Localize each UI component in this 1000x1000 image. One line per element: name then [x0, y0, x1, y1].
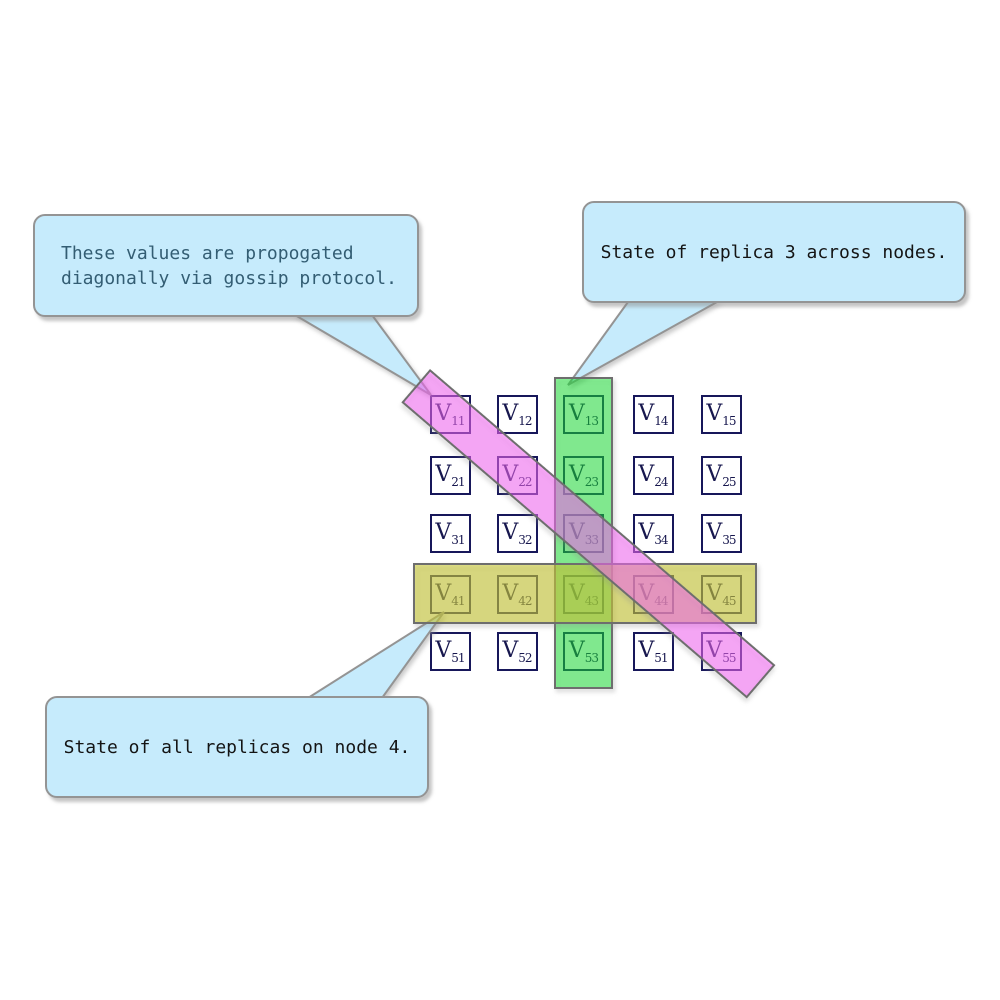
- cell-symbol: V: [568, 401, 585, 426]
- cell-subscript: 51: [654, 651, 668, 665]
- cell-subscript: 22: [518, 475, 532, 489]
- cell-symbol: V: [502, 520, 519, 545]
- cell-symbol: V: [638, 638, 655, 663]
- node4-callout: State of all replicas on node 4.: [45, 696, 429, 798]
- cell-symbol: V: [435, 462, 452, 487]
- cell-symbol: V: [706, 462, 723, 487]
- gossip-callout: These values are propogated diagonally v…: [33, 214, 419, 317]
- cell-subscript: 35: [722, 533, 736, 547]
- cell-subscript: 55: [722, 651, 736, 665]
- cell-symbol: V: [568, 520, 585, 545]
- cell-subscript: 25: [722, 475, 736, 489]
- cell-subscript: 52: [518, 651, 532, 665]
- gossip-callout-pointer: [291, 314, 432, 396]
- replica3-callout-text: State of replica 3 across nodes.: [600, 241, 948, 263]
- cell-subscript: 15: [722, 414, 736, 428]
- replica3-callout: State of replica 3 across nodes.: [582, 201, 966, 303]
- cell-symbol: V: [502, 638, 519, 663]
- replica-3-column-highlight: [554, 377, 613, 689]
- replica3-callout-pointer: [567, 301, 721, 386]
- cell-symbol: V: [568, 638, 585, 663]
- cell-symbol: V: [706, 638, 723, 663]
- cell-subscript: 33: [584, 533, 599, 547]
- cell-symbol: V: [502, 462, 519, 487]
- node4-callout-pointer: [304, 611, 445, 699]
- cell-symbol: V: [435, 520, 452, 545]
- cell-symbol: V: [706, 401, 723, 426]
- cell-subscript: 11: [451, 414, 465, 428]
- cell-subscript: 31: [451, 533, 465, 547]
- cell-symbol: V: [568, 462, 585, 487]
- cell-symbol: V: [435, 401, 452, 426]
- cell-subscript: 32: [518, 533, 532, 547]
- cell-symbol: V: [502, 401, 519, 426]
- node-4-row-highlight: [413, 563, 757, 624]
- cell-subscript: 13: [584, 414, 599, 428]
- cell-subscript: 24: [654, 475, 668, 489]
- cell-symbol: V: [706, 520, 723, 545]
- cell-subscript: 23: [584, 475, 599, 489]
- gossip-callout-text-line1: These values are propogated: [61, 242, 354, 264]
- cell-symbol: V: [638, 462, 655, 487]
- cell-subscript: 34: [654, 533, 668, 547]
- cell-symbol: V: [638, 401, 655, 426]
- cell-symbol: V: [435, 638, 452, 663]
- cell-subscript: 53: [584, 651, 599, 665]
- cell-symbol: V: [638, 520, 655, 545]
- cell-subscript: 12: [518, 414, 532, 428]
- cell-subscript: 21: [451, 475, 465, 489]
- node4-callout-text: State of all replicas on node 4.: [63, 736, 411, 758]
- cell-subscript: 14: [654, 414, 668, 428]
- gossip-callout-text-line2: diagonally via gossip protocol.: [61, 267, 397, 289]
- cell-subscript: 51: [451, 651, 465, 665]
